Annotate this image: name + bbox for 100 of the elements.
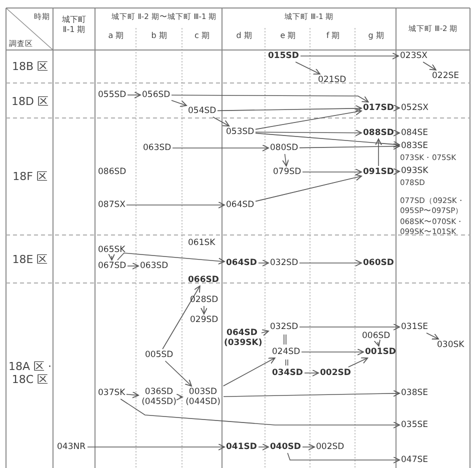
feature-code: 084SE (401, 128, 428, 138)
arrow (162, 286, 200, 350)
arrow (393, 104, 400, 112)
feature-code: 061SK (188, 238, 216, 248)
arrow (287, 452, 400, 464)
arrow (299, 260, 362, 266)
arrow (117, 252, 225, 265)
arrow (120, 398, 400, 428)
column-header: d 期 (235, 31, 253, 41)
row-header: 18F 区 (12, 170, 48, 183)
feature-code: 032SD (270, 322, 298, 332)
arrow (223, 390, 400, 397)
feature-code: 052SX (401, 103, 428, 113)
arrow (172, 144, 269, 152)
feature-code: 086SD (98, 167, 126, 177)
feature-code: 001SD (365, 347, 396, 357)
arrow (375, 138, 382, 166)
column-header: e 期 (279, 31, 297, 41)
feature-code: 067SD (98, 261, 126, 271)
arrow (127, 262, 139, 270)
equals-sign (285, 359, 288, 366)
row-header: 18A 区 · 18C 区 (8, 360, 52, 386)
feature-code: 063SD (140, 261, 168, 271)
equals-sign (284, 334, 286, 345)
feature-code: 047SE (401, 455, 428, 465)
feature-code: 036SD (045SD) (140, 387, 178, 407)
column-header: c 期 (194, 31, 210, 41)
feature-code: 037SK (98, 388, 126, 398)
arrow (258, 260, 269, 266)
feature-code: 064SD (039SK) (224, 328, 260, 348)
column-header: f 期 (325, 31, 341, 41)
column-header: 城下町 Ⅱ-1 期 (61, 15, 87, 35)
feature-code: 065SK (98, 245, 126, 255)
arrow (217, 104, 362, 112)
arrow (87, 444, 225, 450)
feature-code: 080SD (270, 143, 298, 153)
arrow (222, 358, 276, 386)
arrow (304, 370, 319, 376)
feature-code: 060SD (363, 258, 394, 268)
feature-code: 006SD (362, 331, 390, 341)
arrow (171, 94, 369, 102)
row-header: 18E 区 (11, 253, 49, 266)
arrow (282, 154, 289, 166)
feature-code: 031SE (401, 322, 428, 332)
arrow (301, 348, 364, 356)
feature-code: 015SD (268, 51, 299, 61)
arrow (255, 132, 400, 148)
feature-code: 091SD (363, 167, 394, 177)
arrow (255, 108, 362, 130)
arrow (302, 444, 315, 450)
feature-code: 021SD (318, 75, 346, 85)
arrow (171, 100, 187, 107)
arrow (261, 329, 269, 336)
arrow (126, 391, 139, 398)
feature-code: 088SD (363, 128, 394, 138)
arrow (300, 52, 399, 60)
feature-code: 022SE (432, 71, 459, 81)
arrow (422, 62, 436, 70)
column-header: a 期 (107, 31, 125, 41)
arrow (374, 338, 381, 346)
feature-code: 063SD (143, 143, 172, 153)
feature-code: 017SD (363, 103, 394, 113)
arrow (258, 444, 269, 450)
arrow (393, 130, 400, 136)
feature-code: 023SX (400, 51, 428, 61)
feature-code: 053SD (226, 127, 254, 137)
arrow (127, 92, 141, 98)
feature-code: 064SD (226, 200, 254, 210)
feature-code: 002SD (316, 442, 344, 452)
arrow (348, 357, 368, 368)
arrow (212, 116, 230, 126)
feature-code: 055SD (98, 90, 126, 100)
arrow (108, 253, 116, 260)
feature-code: 064SD (226, 258, 257, 268)
feature-code: 030SK (437, 340, 464, 350)
feature-code: 040SD (270, 442, 301, 452)
arrow (392, 168, 400, 175)
arrow (426, 332, 439, 340)
feature-code: 079SD (273, 167, 302, 177)
arrow (255, 129, 362, 136)
feature-code: 034SD (272, 368, 303, 378)
arrow (164, 360, 192, 386)
feature-code: 005SD (145, 350, 174, 360)
row-header: 18D 区 (10, 95, 50, 108)
feature-code: 087SX (98, 200, 126, 210)
arrow (299, 142, 400, 150)
arrow (200, 306, 208, 314)
feature-code: 043NR (57, 442, 86, 452)
feature-code: 083SE (401, 141, 428, 151)
feature-code: 054SD (188, 106, 216, 116)
feature-code: 002SD (320, 368, 351, 378)
feature-code: 029SD (190, 315, 218, 325)
arrow (255, 174, 362, 202)
feature-code: 028SD (190, 295, 218, 305)
row-header: 18B 区 (10, 60, 50, 73)
feature-code: 024SD (272, 347, 300, 357)
arrow (295, 62, 320, 74)
feature-code: 093SK (401, 166, 428, 176)
feature-code: 032SD (270, 258, 298, 268)
feature-code: 003SD (044SD) (184, 387, 222, 407)
